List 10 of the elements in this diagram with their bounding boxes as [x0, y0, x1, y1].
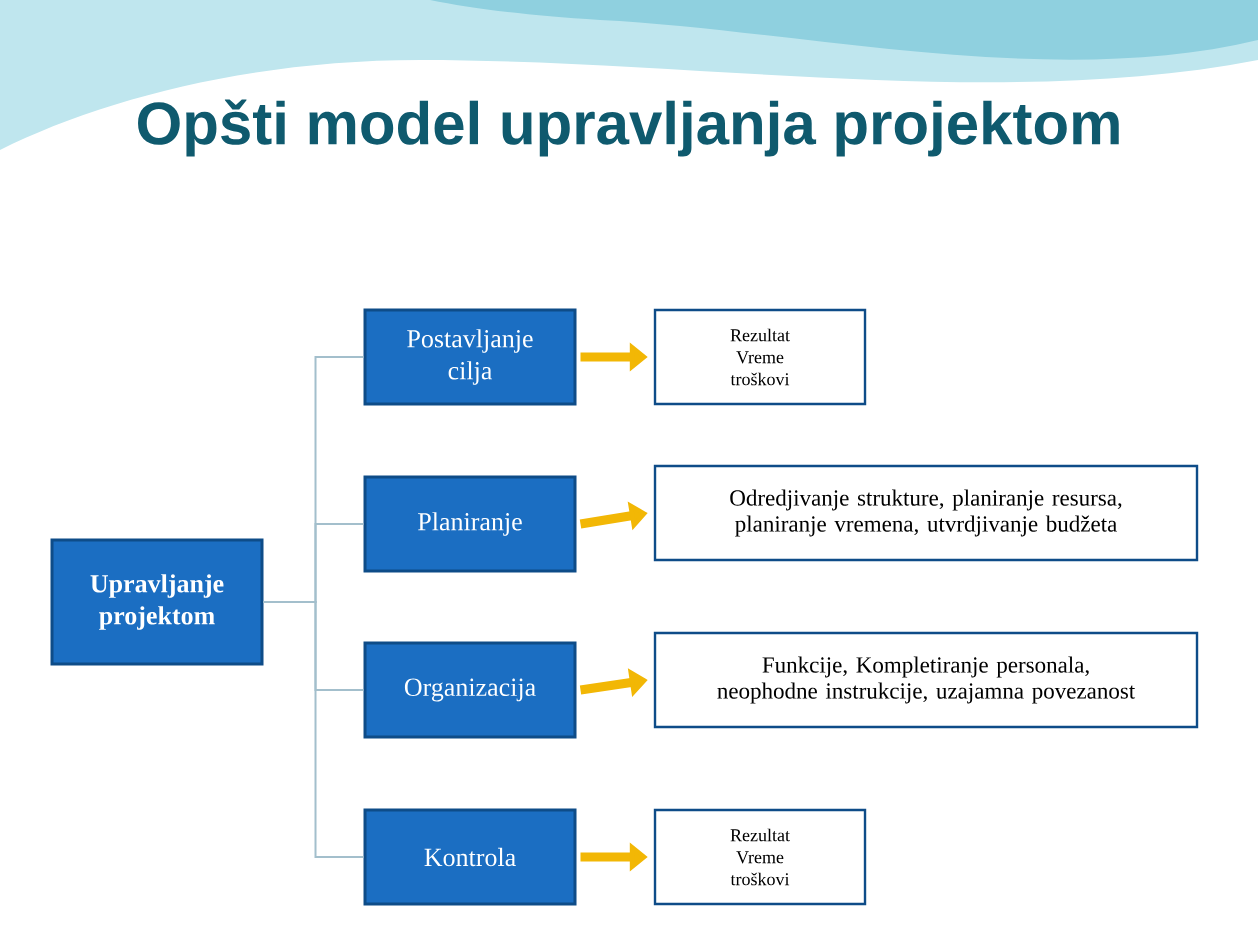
process-box: Upravljanje projektom — [50, 538, 264, 666]
result-box: Funkcije, Kompletiranje personala, neophodne instrukcije, uzajamna povezanost — [653, 631, 1199, 729]
process-box: Organizacija — [363, 641, 577, 739]
result-box: Rezultat Vreme troškovi — [653, 808, 867, 906]
process-box: Postavljanje cilja — [363, 308, 577, 406]
title: Opšti model upravljanja projektom — [138, 99, 1119, 157]
result-box: Rezultat Vreme troškovi — [653, 308, 867, 406]
result-box: Odredjivanje strukture, planiranje resursa, planiranje vremena, utvrdjivanje budžeta — [653, 464, 1199, 562]
process-box: Planiranje — [363, 475, 577, 573]
process-box: Kontrola — [363, 808, 577, 906]
